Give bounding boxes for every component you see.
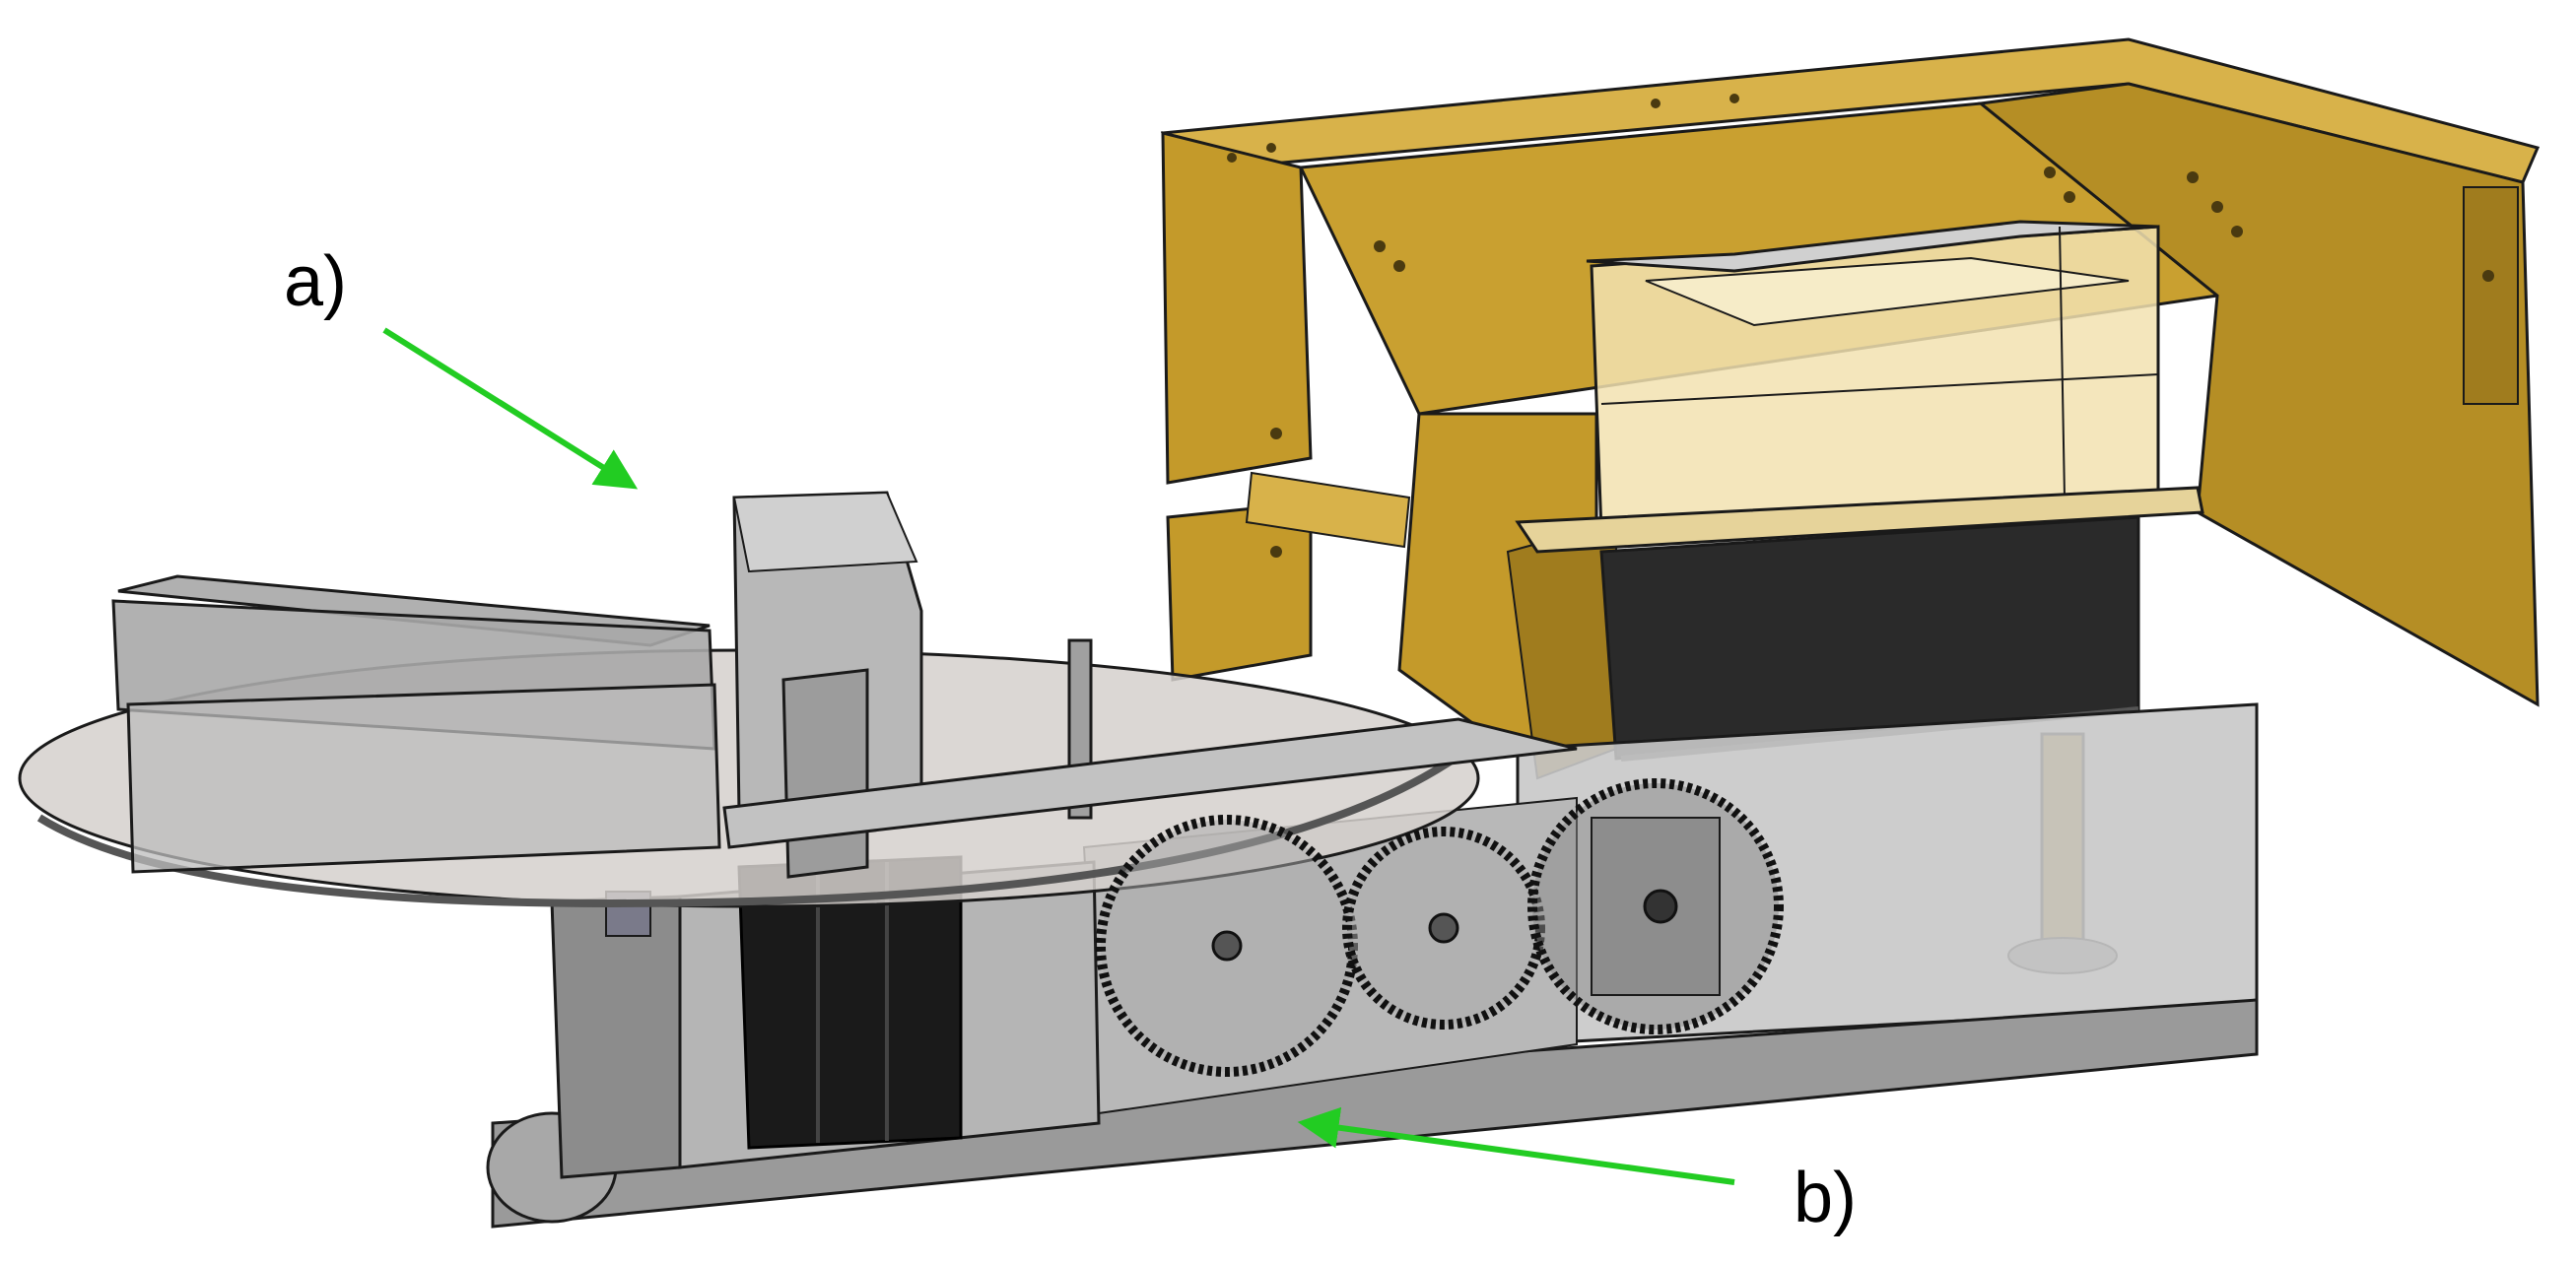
feed-rail <box>722 717 1578 849</box>
frame-right-slot <box>2463 186 2519 405</box>
upper-hopper-shelf <box>1645 256 2130 327</box>
tall-block-top <box>732 491 918 573</box>
upper-hopper <box>1586 220 2160 534</box>
chute-box-front <box>126 683 721 874</box>
gear-large <box>1096 815 1358 1077</box>
upper-hopper-lid <box>1586 220 2159 273</box>
housing-left-box <box>550 895 682 1179</box>
label-b: b) <box>1794 1159 1857 1237</box>
frame-bolt-holes <box>1227 94 2494 558</box>
lower-hopper-rim <box>1515 486 2204 554</box>
upright-bracket <box>781 668 869 879</box>
frame-right-wing <box>1977 82 2540 707</box>
gear-medium <box>1342 827 1545 1030</box>
frame-left-tab-upper <box>1161 131 1313 485</box>
base-floor-plate <box>491 998 2259 1229</box>
arrow-a <box>382 327 639 490</box>
label-a: a) <box>284 242 347 321</box>
turntable <box>18 491 1578 908</box>
gold-frame <box>1160 37 2541 974</box>
gear-drive <box>1527 778 1784 1034</box>
frame-shaft <box>1245 471 1411 549</box>
arrow-b <box>1297 1106 1735 1185</box>
gear-train <box>1096 778 1784 1077</box>
